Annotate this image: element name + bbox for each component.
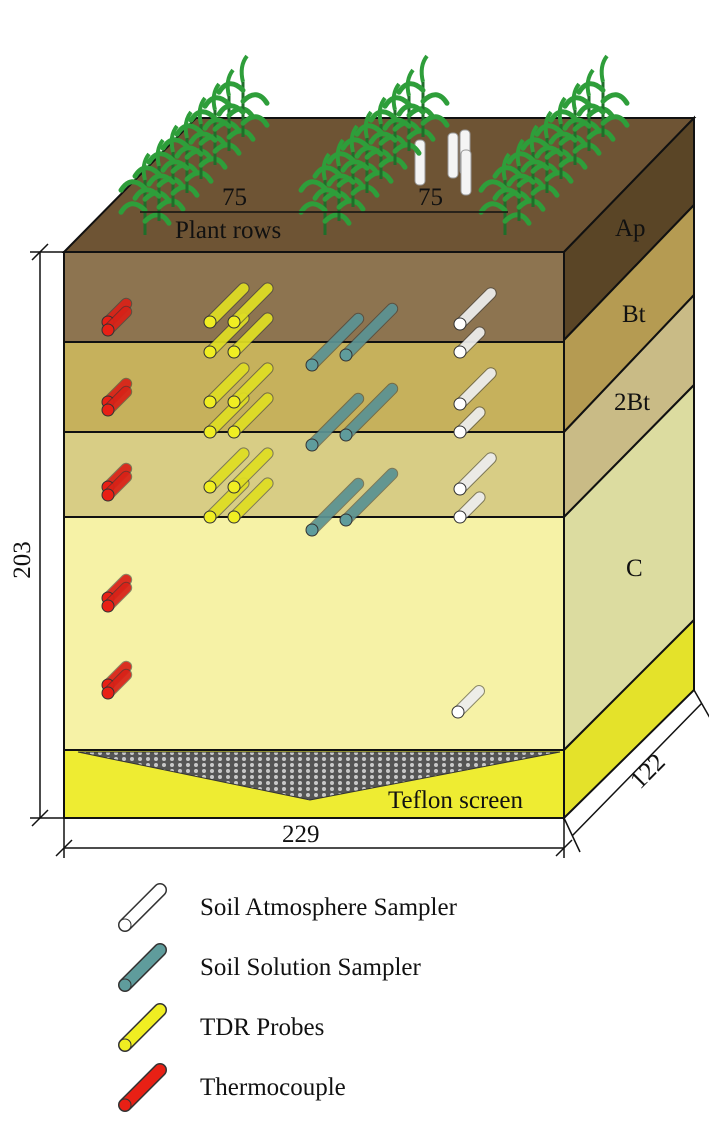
surface-atmosphere-sampler (460, 149, 472, 196)
teflon-screen-mesh (77, 751, 561, 801)
depth-label: 122 (625, 749, 671, 795)
tdr-probe (227, 362, 274, 409)
row-spacing-label-2: 75 (418, 184, 443, 211)
thermocouple-probe (101, 385, 133, 417)
soil-solution-sampler (339, 382, 399, 442)
front-c-layer (63, 516, 565, 751)
horizon-label-ap: Ap (615, 215, 646, 242)
legend-label: Thermocouple (200, 1074, 346, 1101)
tdr-probe (227, 447, 274, 494)
tdr-probe (227, 392, 274, 439)
row-spacing-label-1: 75 (222, 184, 247, 211)
plant-rows (118, 54, 630, 235)
tdr-probe (227, 282, 274, 329)
legend-label: Soil Solution Sampler (200, 954, 422, 981)
depth-dimension (563, 689, 709, 853)
thermocouple-probe (101, 470, 133, 502)
horizon-label-bt: Bt (622, 301, 646, 328)
thermocouple-icon (118, 1063, 167, 1112)
soil-atmosphere-sampler (453, 452, 497, 496)
tdr-probe (227, 477, 274, 524)
soil-solution-sampler (305, 477, 365, 537)
horizon-label-c: C (626, 555, 643, 582)
tdr-probe (203, 447, 250, 494)
thermocouple-probe (101, 305, 133, 337)
corn-plant (492, 138, 546, 221)
tdr-probe (203, 282, 250, 329)
soil-solution-sampler (305, 312, 365, 372)
soil-atmosphere-sampler-icon (118, 883, 167, 932)
soil-atmosphere-sampler (453, 326, 486, 359)
height-label: 203 (9, 541, 36, 579)
tdr-probe (227, 312, 274, 359)
width-dimension (55, 818, 573, 858)
plant-rows-label: Plant rows (175, 217, 281, 244)
thermocouple-probe (101, 581, 133, 613)
thermocouple-probe (101, 668, 133, 700)
legend-label: TDR Probes (200, 1014, 324, 1041)
soil-atmosphere-sampler (451, 685, 485, 719)
soil-solution-sampler (339, 302, 399, 362)
soil-solution-sampler-icon (118, 943, 167, 992)
corn-plant (576, 54, 630, 137)
soil-atmosphere-sampler (453, 491, 486, 524)
row-spacing-dimension: 75 75 Plant rows (140, 184, 508, 244)
teflon-screen-label: Teflon screen (388, 787, 523, 814)
height-dimension (30, 243, 70, 827)
soil-solution-sampler (339, 467, 399, 527)
width-label: 229 (282, 821, 320, 848)
corn-plant (396, 54, 450, 137)
legend-label: Soil Atmosphere Sampler (200, 894, 458, 921)
horizon-label-2bt: 2Bt (614, 389, 650, 416)
tdr-probe (203, 362, 250, 409)
soil-atmosphere-sampler (453, 367, 497, 411)
soil-atmosphere-sampler (453, 287, 497, 331)
soil-solution-sampler (305, 392, 365, 452)
sensor-probes (101, 129, 497, 719)
soil-atmosphere-sampler (453, 406, 486, 439)
corn-plant (216, 54, 270, 137)
surface-atmosphere-sampler (447, 132, 459, 179)
tdr-probe-icon (118, 1003, 167, 1052)
